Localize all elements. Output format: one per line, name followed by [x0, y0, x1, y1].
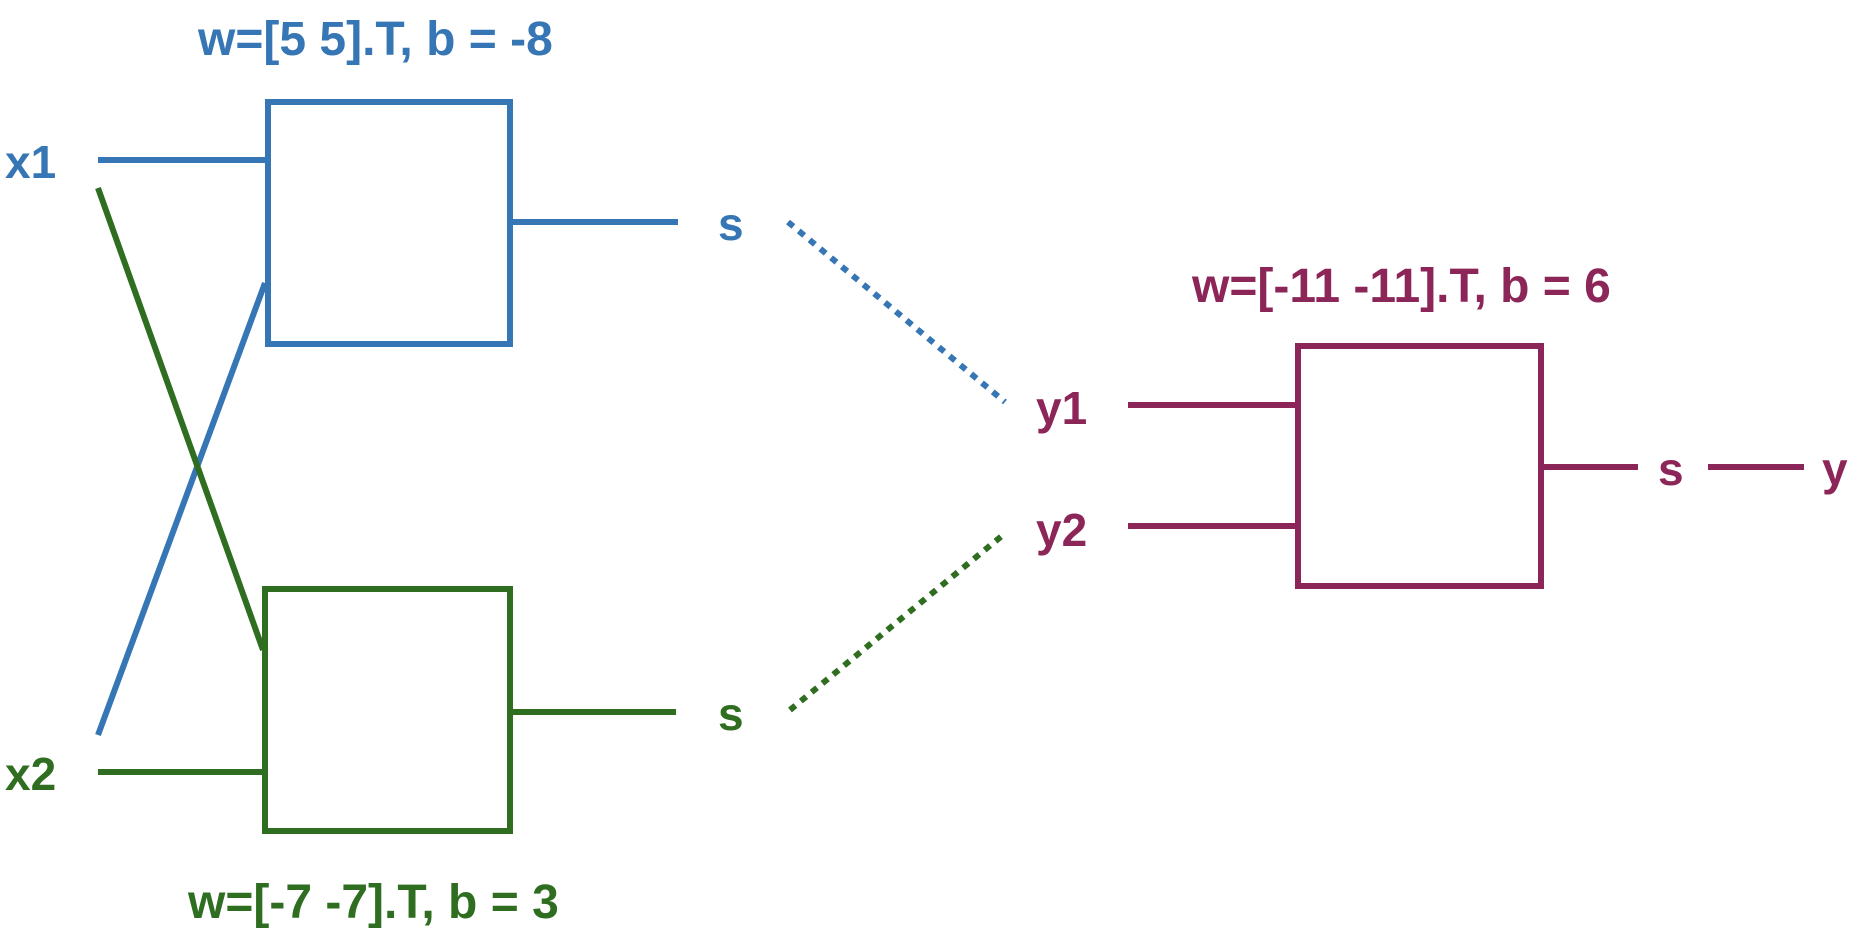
unit1-to-y1-dotted-link — [786, 219, 1007, 405]
unit1-params-label: w=[5 5].T, b = -8 — [197, 13, 553, 66]
final-output-y-label: y — [1822, 443, 1848, 495]
unit2-activation-label: s — [718, 688, 744, 740]
y1-input-label: y1 — [1036, 382, 1087, 434]
output-unit-box — [1295, 343, 1544, 589]
output-unit-params-label: w=[-11 -11].T, b = 6 — [1191, 260, 1611, 313]
x1-to-unit2-wire — [95, 186, 266, 652]
input-x2-label: x2 — [5, 748, 56, 800]
input-x1-label: x1 — [5, 136, 56, 188]
unit2-to-y2-dotted-link — [788, 532, 1005, 713]
unit2-box — [262, 586, 513, 834]
unit1-box — [265, 99, 513, 347]
output-unit-activation-label: s — [1658, 443, 1684, 495]
unit2-params-label: w=[-7 -7].T, b = 3 — [187, 876, 559, 929]
x2-to-unit1-wire — [95, 281, 268, 737]
unit1-activation-label: s — [718, 198, 744, 250]
y2-input-label: y2 — [1036, 504, 1087, 556]
